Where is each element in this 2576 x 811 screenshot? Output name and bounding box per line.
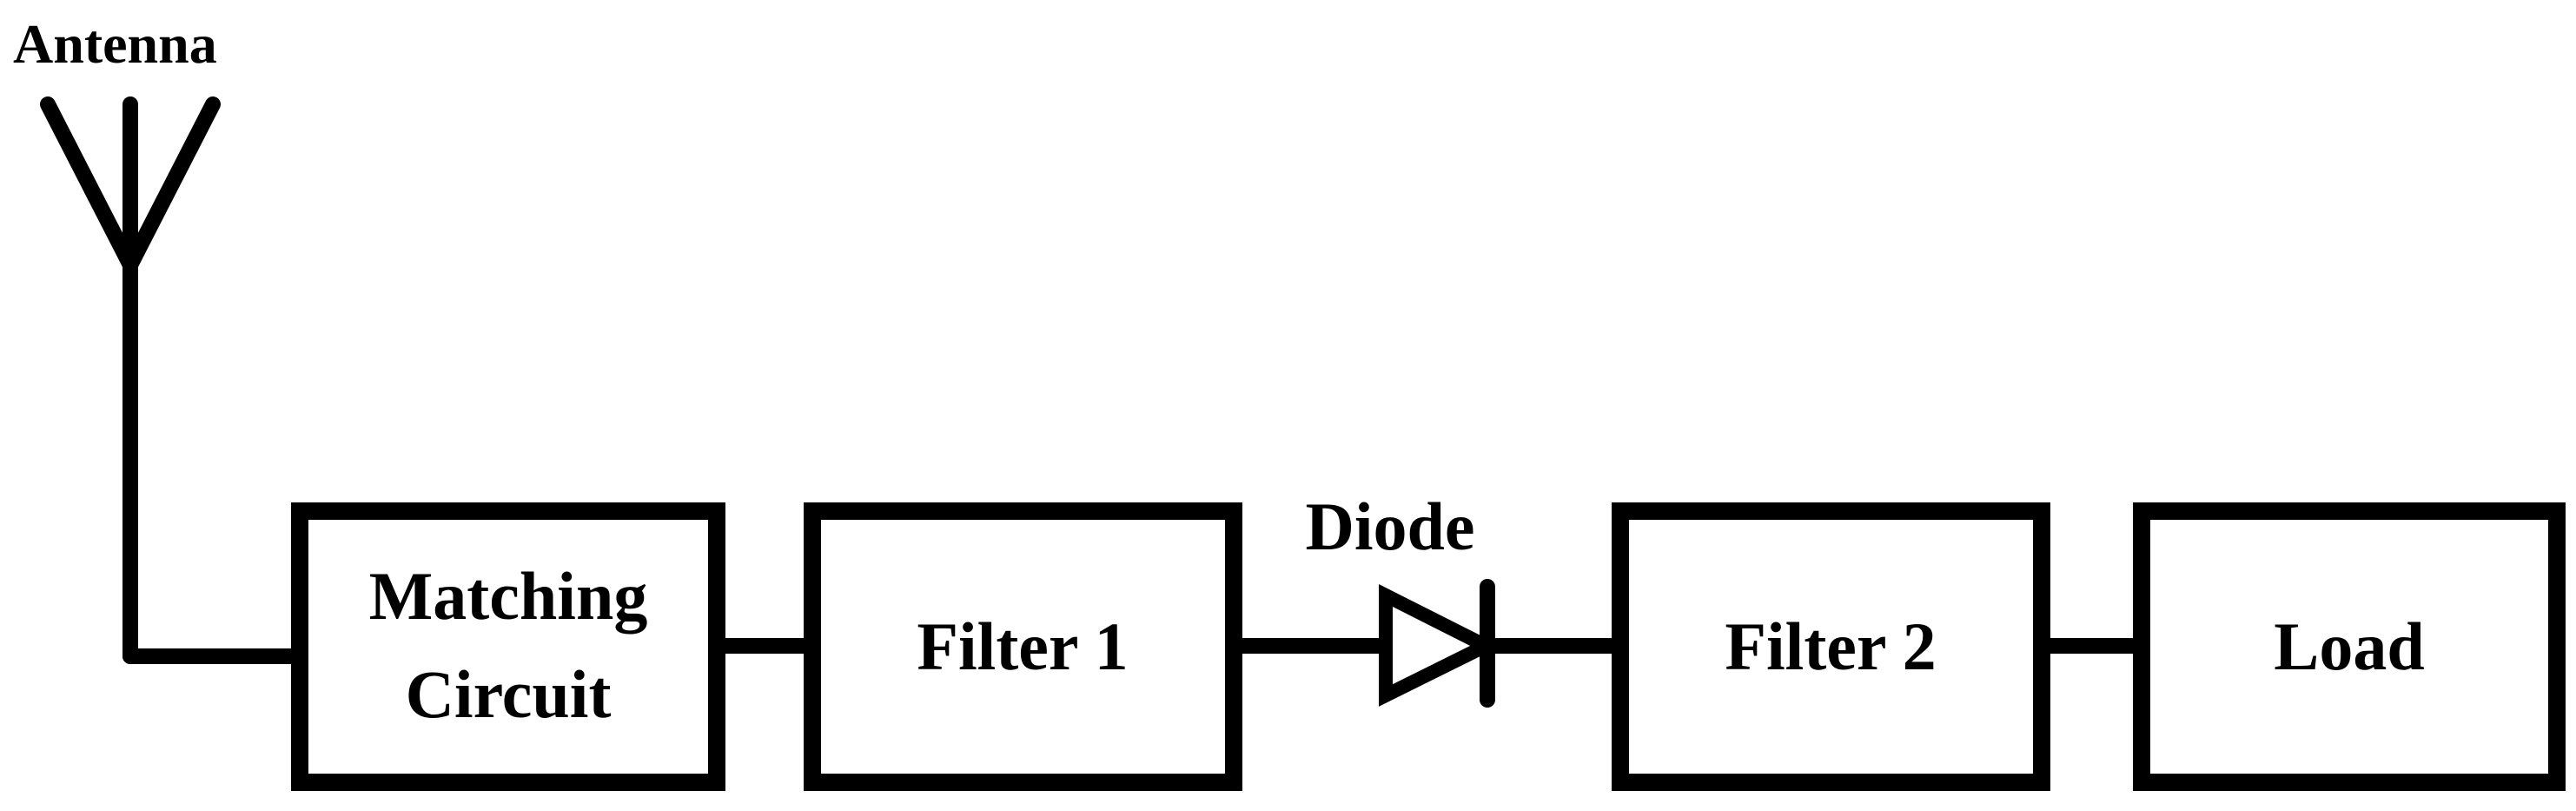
load-label: Load <box>2274 608 2424 684</box>
filter-1-block: Filter 1 <box>804 502 1242 791</box>
matching-circuit-label-line2: Circuit <box>406 656 612 732</box>
matching-circuit-label-line1: Matching <box>369 558 648 634</box>
antenna-label: Antenna <box>13 13 217 75</box>
filter-2-label: Filter 2 <box>1725 608 1936 684</box>
filter-2-block: Filter 2 <box>1612 502 2050 791</box>
diode-label: Diode <box>1306 489 1475 564</box>
diode-icon <box>1379 579 1501 708</box>
filter-1-label: Filter 1 <box>917 608 1128 684</box>
antenna-icon <box>40 96 221 664</box>
load-block: Load <box>2133 502 2566 791</box>
matching-circuit-block: Matching Circuit <box>291 502 725 791</box>
